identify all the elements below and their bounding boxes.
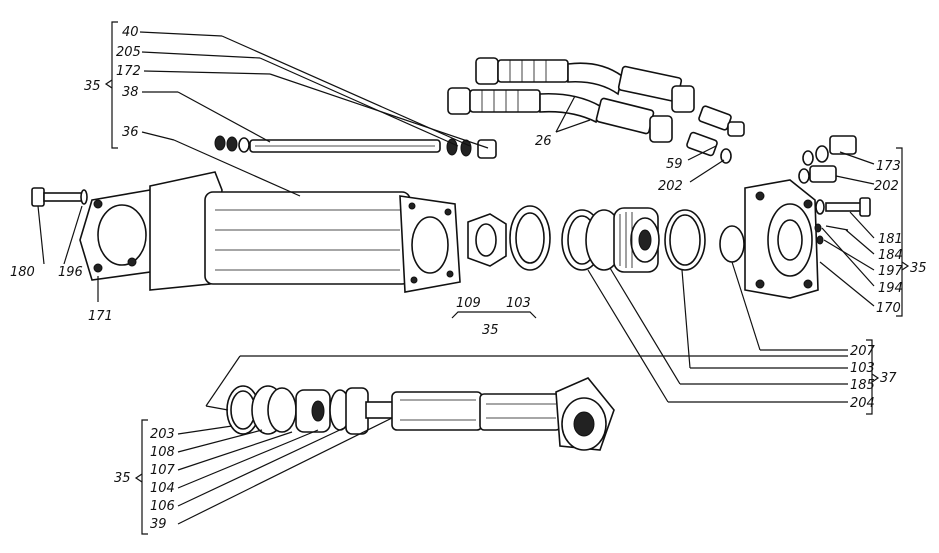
label-185: 185 — [850, 378, 875, 393]
label-35-right: 35 — [910, 261, 927, 276]
lower-bearing — [295, 387, 369, 435]
label-103-mid: 103 — [506, 296, 531, 311]
label-104: 104 — [150, 481, 175, 496]
piston-rod-39 — [365, 377, 615, 451]
label-109: 109 — [456, 296, 481, 311]
label-108: 108 — [150, 445, 175, 460]
end-cover-170 — [744, 179, 819, 299]
label-35-mid: 35 — [482, 323, 499, 338]
label-194: 194 — [878, 281, 903, 296]
label-172: 172 — [116, 64, 141, 79]
label-181: 181 — [878, 232, 903, 247]
o-ring-small — [719, 225, 745, 263]
label-203: 203 — [150, 427, 175, 442]
part-labels: 40 205 172 38 36 35 26 59 202 173 202 18… — [10, 25, 927, 532]
cylinder-body-36 — [149, 171, 461, 293]
ring-103 — [509, 205, 551, 271]
label-170: 170 — [876, 301, 901, 316]
label-36: 36 — [122, 125, 139, 140]
label-173: 173 — [876, 159, 901, 174]
group-brackets — [104, 21, 910, 535]
label-197: 197 — [878, 264, 904, 279]
label-103-right: 103 — [850, 361, 875, 376]
label-107: 107 — [150, 463, 176, 478]
mounting-bracket-171 — [79, 189, 161, 281]
label-180: 180 — [10, 265, 35, 280]
label-38: 38 — [122, 85, 139, 100]
ring-207 — [664, 209, 706, 271]
union-fittings-59 — [686, 105, 745, 164]
label-205: 205 — [116, 45, 141, 60]
label-196: 196 — [58, 265, 83, 280]
tie-rod-38 — [214, 135, 497, 159]
label-106: 106 — [150, 499, 175, 514]
leader-lines — [37, 31, 875, 525]
label-202-right: 202 — [874, 179, 899, 194]
bolt-181 — [815, 197, 871, 217]
label-207: 207 — [850, 344, 876, 359]
label-40: 40 — [122, 25, 139, 40]
hose-26-upper — [475, 57, 695, 113]
label-39: 39 — [150, 517, 167, 532]
label-35-bottom: 35 — [114, 471, 131, 486]
bearing-103 — [613, 207, 660, 273]
label-171: 171 — [88, 309, 113, 324]
label-26: 26 — [535, 134, 552, 149]
bolt-180 — [31, 187, 88, 207]
label-35-top: 35 — [84, 79, 101, 94]
nut-109 — [467, 213, 507, 267]
hose-26-lower — [447, 87, 673, 143]
label-59: 59 — [666, 157, 683, 172]
lower-rings — [226, 385, 297, 435]
label-37: 37 — [880, 371, 897, 386]
right-fittings — [798, 135, 857, 184]
label-202-mid: 202 — [658, 179, 683, 194]
small-pins — [814, 223, 849, 245]
label-204: 204 — [850, 396, 875, 411]
label-184: 184 — [878, 248, 903, 263]
